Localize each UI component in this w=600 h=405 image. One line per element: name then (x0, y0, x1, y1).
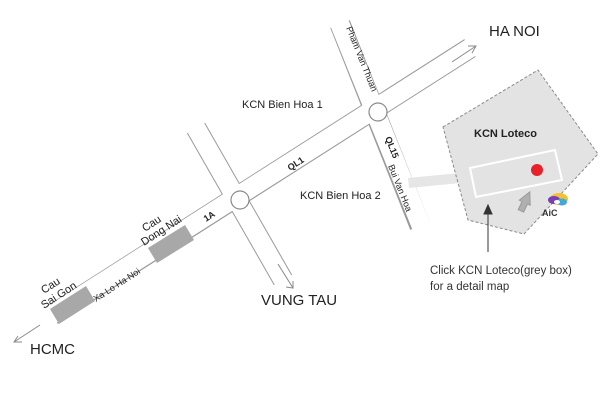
arrow-to-hcmc (13, 324, 41, 343)
direction-arrows (13, 45, 477, 343)
road-ql15-fill (328, 13, 433, 237)
cursor-arrow-icon (517, 190, 531, 213)
road-main-fill (39, 34, 484, 328)
arrow-to-vung-tau (277, 263, 294, 289)
label-ha-noi: HA NOI (489, 23, 540, 40)
instruction-arrow (483, 203, 493, 252)
loteco-box[interactable]: KCN Loteco (442, 69, 599, 235)
aic-logo-icon: AiC (542, 193, 568, 218)
instruction-line-1: Click KCN Loteco(grey box) (430, 265, 572, 277)
location-marker-icon (531, 164, 543, 176)
label-vung-tau: VUNG TAU (261, 292, 337, 309)
aic-logo-text: AiC (542, 208, 558, 218)
label-kcn-bien-hoa-1: KCN Bien Hoa 1 (242, 99, 323, 111)
bridge-sai-gon[interactable] (50, 286, 95, 324)
road-network (39, 13, 484, 328)
roundabout-ql1-1a (230, 190, 250, 210)
instruction-line-2: for a detail map (430, 281, 509, 293)
label-kcn-loteco: KCN Loteco (474, 128, 537, 140)
loteco-access-road (408, 172, 471, 188)
loteco-plot-outline (468, 148, 564, 199)
roundabout-ql1-ql15 (368, 102, 388, 122)
bridge-dong-nai[interactable] (148, 225, 194, 263)
label-hcmc: HCMC (30, 341, 75, 358)
arrow-to-ha-noi (451, 45, 477, 63)
label-kcn-bien-hoa-2: KCN Bien Hoa 2 (300, 190, 381, 202)
